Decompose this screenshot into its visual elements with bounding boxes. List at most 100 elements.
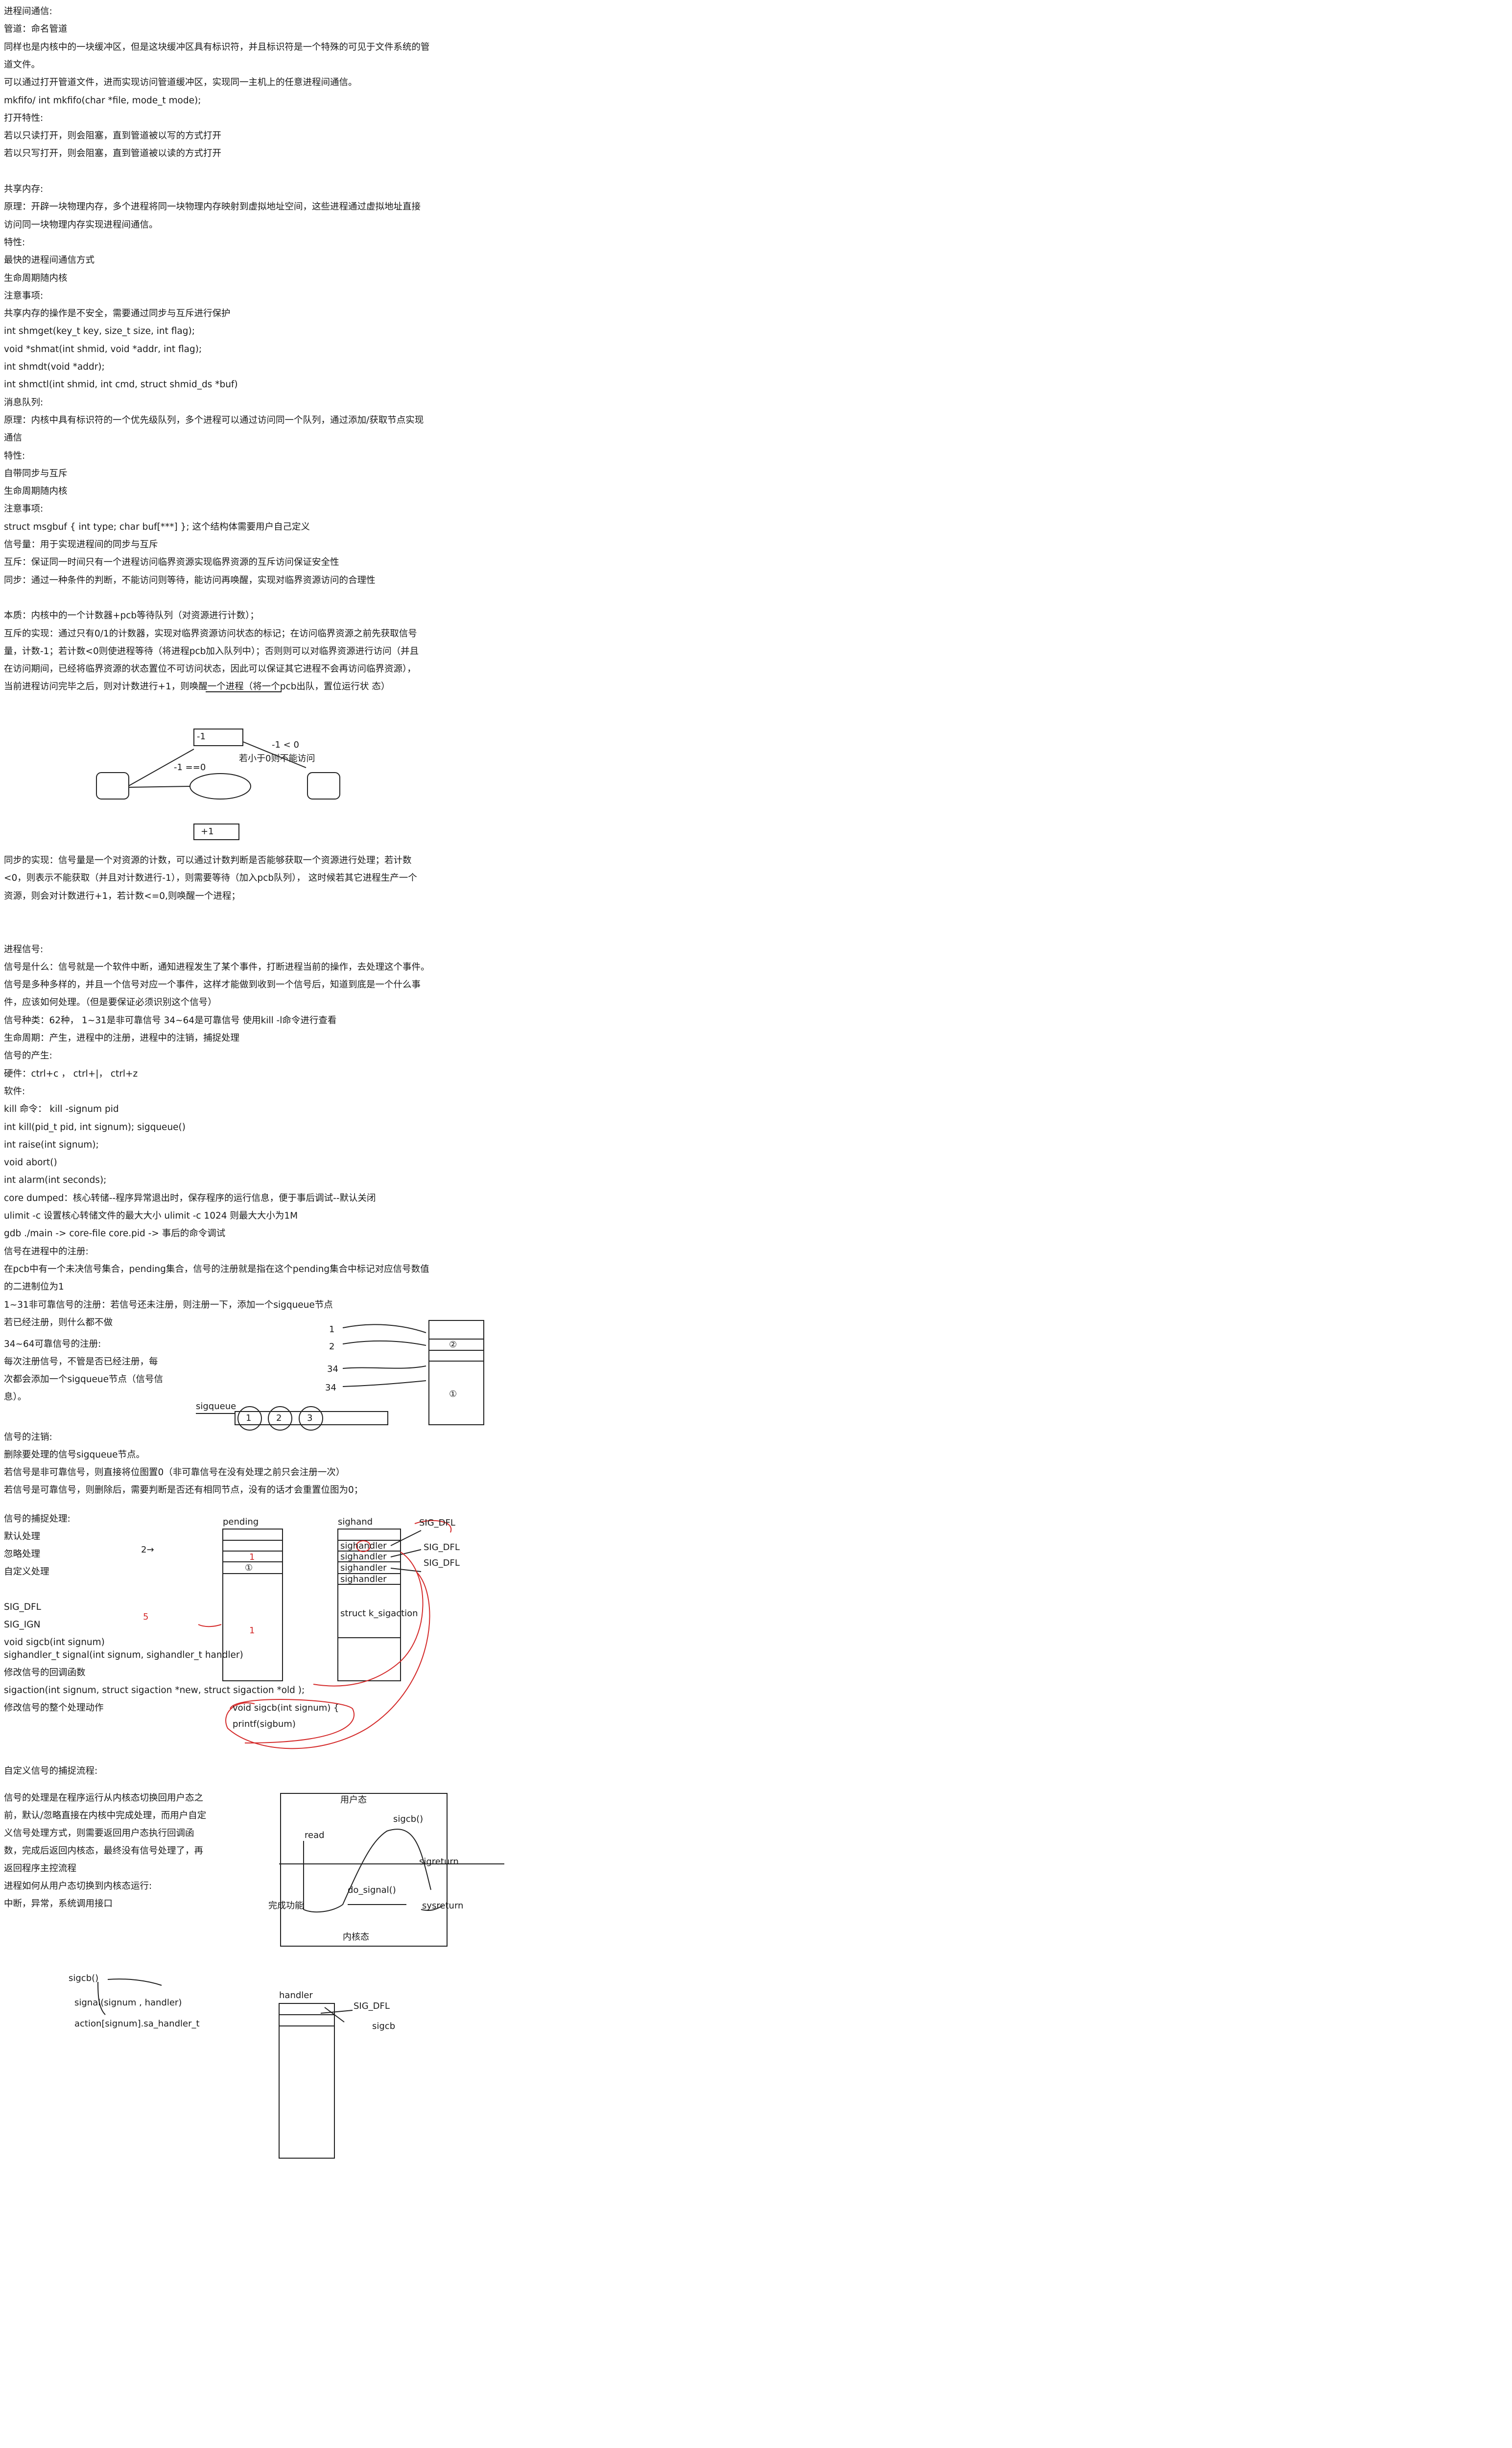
text-line: mkfifo/ int mkfifo(char *file, mode_t mo… — [4, 95, 201, 106]
reg-n1: 1 — [329, 1324, 335, 1335]
bitmap-mark-2: ② — [449, 1340, 457, 1350]
text-line: 义信号处理方式，则需要返回用户态执行回调函 — [4, 1828, 194, 1838]
text-line: 互斥的实现：通过只有0/1的计数器，实现对临界资源访问状态的标记；在访问临界资源… — [4, 628, 417, 639]
sig-dfl-2: SIG_DFL — [424, 1542, 460, 1553]
flow-sigcb-label: sigcb() — [393, 1814, 424, 1824]
sighandler-row-1: sighandler — [340, 1541, 387, 1551]
text-line: 进程如何从用户态切换到内核态运行: — [4, 1881, 152, 1891]
text-line: 信号种类：62种， 1~31是非可靠信号 34~64是可靠信号 使用kill -… — [4, 1015, 337, 1026]
text-line: 件，应该如何处理。（但是要保证必须识别这个信号） — [4, 997, 217, 1008]
text-line: struct msgbuf { int type; char buf[***] … — [4, 521, 310, 532]
text-line: int shmctl(int shmid, int cmd, struct sh… — [4, 379, 238, 390]
pending-label: pending — [223, 1517, 259, 1527]
text-line: 共享内存: — [4, 184, 44, 194]
text-line: int shmget(key_t key, size_t size, int f… — [4, 326, 195, 337]
bitmap-mark-1: ① — [449, 1389, 457, 1399]
text-line: 当前进程访问完毕之后，则对计数进行+1，则唤醒一个进程（将一个pcb出队，置位运… — [4, 682, 390, 692]
text-line: 量，计数-1；若计数<0则使进程等待（将进程pcb加入队列中）；否则则可以对临界… — [4, 646, 419, 657]
text-line: 若信号是非可靠信号，则直接将位图置0（非可靠信号在没有处理之前只会注册一次） — [4, 1467, 345, 1478]
text-line: 前，默认/忽略直接在内核中完成处理，而用户自定 — [4, 1811, 207, 1821]
sem-note-label: 若小于0则不能访问 — [239, 753, 315, 764]
sem-zero-label: -1 ==0 — [174, 762, 206, 773]
text-line: <0，则表示不能获取（并且对计数进行-1），则需要等待（加入pcb队列）， 这时… — [4, 873, 417, 884]
text-line: gdb ./main -> core-file core.pid -> 事后的命… — [4, 1228, 226, 1239]
text-line: 信号的产生: — [4, 1051, 52, 1061]
handler-label: handler — [279, 1990, 313, 2001]
text-line: 信号的处理是在程序运行从内核态切换回用户态之 — [4, 1793, 204, 1803]
text-line: 信号量：用于实现进程间的同步与互斥 — [4, 540, 158, 550]
text-line: ulimit -c 设置核心转储文件的最大大小 ulimit -c 1024 则… — [4, 1211, 298, 1221]
pending-bit-2: 1 — [249, 1625, 255, 1636]
text-line: SIG_IGN — [4, 1620, 41, 1630]
text-line: 生命周期：产生，进程中的注册，进程中的注销，捕捉处理 — [4, 1033, 240, 1043]
text-line: 修改信号的回调函数 — [4, 1668, 86, 1678]
sigqueue-node-3: 3 — [307, 1413, 313, 1423]
text-line: 进程信号: — [4, 944, 44, 955]
text-line: 消息队列: — [4, 397, 44, 408]
text-line: 的二进制位为1 — [4, 1282, 64, 1293]
text-line: 注意事项: — [4, 504, 44, 515]
text-line: 硬件：ctrl+c ， ctrl+|， ctrl+z — [4, 1068, 138, 1079]
text-line: 同步的实现：信号量是一个对资源的计数，可以通过计数判断是否能够获取一个资源进行处… — [4, 855, 412, 866]
text-line: 原理：内核中具有标识符的一个优先级队列，多个进程可以通过访问同一个队列，通过添加… — [4, 415, 424, 425]
text-line: 进程间通信: — [4, 6, 52, 17]
text-line: core dumped：核心转储--程序异常退出时，保存程序的运行信息，便于事后… — [4, 1193, 376, 1203]
text-line: void sigcb(int signum) — [4, 1637, 105, 1648]
text-line: 自定义处理 — [4, 1567, 49, 1577]
read-label: read — [305, 1830, 325, 1840]
text-line: int kill(pid_t pid, int signum); sigqueu… — [4, 1122, 186, 1132]
sem-neg-label: -1 < 0 — [272, 740, 299, 750]
text-line: 最快的进程间通信方式 — [4, 255, 95, 266]
text-line: 删除要处理的信号sigqueue节点。 — [4, 1450, 145, 1460]
text-line: 若以只写打开，则会阻塞，直到管道被以读的方式打开 — [4, 148, 222, 159]
text-line: 默认处理 — [4, 1531, 41, 1542]
text-line: 34~64可靠信号的注册: — [4, 1339, 101, 1349]
text-line: 原理：开辟一块物理内存，多个进程将同一块物理内存映射到虚拟地址空间，这些进程通过… — [4, 202, 421, 212]
sig-dfl-3: SIG_DFL — [424, 1558, 460, 1568]
do-signal-label: do_signal() — [348, 1885, 396, 1895]
text-line: 生命周期随内核 — [4, 486, 68, 497]
action-label: action[signum].sa_handler_t — [74, 2019, 200, 2029]
two-arrow-label: 2→ — [141, 1545, 154, 1555]
done-label: 完成功能 — [268, 1901, 304, 1911]
bottom-sig-dfl-label: SIG_DFL — [354, 2001, 390, 2011]
signal-call-label: signal(signum , handler) — [74, 1998, 182, 2008]
sighandler-row-2: sighandler — [340, 1552, 387, 1562]
text-line: 通信 — [4, 433, 23, 444]
user-mode-label: 用户态 — [340, 1795, 367, 1805]
k-sigaction-label: struct k_sigaction — [340, 1608, 418, 1619]
text-line: 打开特性: — [4, 113, 44, 123]
text-line: 次都会添加一个sigqueue节点（信号信 — [4, 1374, 163, 1385]
text-line: 可以通过打开管道文件，进而实现访问管道缓冲区，实现同一主机上的任意进程间通信。 — [4, 77, 357, 88]
text-line: 同样也是内核中的一块缓冲区，但是这块缓冲区具有标识符，并且标识符是一个特殊的可见… — [4, 42, 430, 52]
reg-n34: 34 — [327, 1364, 338, 1374]
text-line: 若已经注册，则什么都不做 — [4, 1317, 113, 1328]
text-line: 资源，则会对计数进行+1，若计数<=0,则唤醒一个进程； — [4, 891, 240, 901]
text-line: int raise(int signum); — [4, 1139, 99, 1150]
reg-n34b: 34 — [325, 1383, 336, 1393]
text-line: sigaction(int signum, struct sigaction *… — [4, 1685, 305, 1695]
text-line: 1~31非可靠信号的注册：若信号还未注册，则注册一下，添加一个sigqueue节… — [4, 1299, 333, 1310]
text-line: int shmdt(void *addr); — [4, 362, 105, 372]
printf-line: printf(sigbum) — [233, 1719, 296, 1729]
sig-dfl-1: SIG_DFL — [419, 1518, 455, 1528]
text-line: 访问同一块物理内存实现进程间通信。 — [4, 219, 158, 230]
text-line: 软件: — [4, 1086, 25, 1097]
text-line: 生命周期随内核 — [4, 273, 68, 283]
bottom-sigcb2-label: sigcb — [372, 2021, 396, 2031]
text-line: 中断，异常，系统调用接口 — [4, 1899, 113, 1909]
text-line: 若信号是可靠信号，则删除后，需要判断是否还有相同节点，没有的话才会重置位图为0； — [4, 1485, 363, 1495]
text-line: 息）。 — [4, 1392, 27, 1402]
text-line: 互斥：保证同一时间只有一个进程访问临界资源实现临界资源的互斥访问保证安全性 — [4, 557, 339, 568]
sem-dec-label: -1 — [197, 731, 206, 742]
text-line: 道文件。 — [4, 59, 41, 70]
text-line: void *shmat(int shmid, void *addr, int f… — [4, 344, 202, 354]
pending-mark: ① — [245, 1563, 253, 1573]
text-line: sighandler_t signal(int signum, sighandl… — [4, 1650, 243, 1660]
pending-bit-1: 1 — [249, 1552, 255, 1562]
text-line: 共享内存的操作是不安全，需要通过同步与互斥进行保护 — [4, 308, 231, 319]
sem-inc-label: +1 — [201, 826, 214, 837]
sighandler-row-3: sighandler — [340, 1563, 387, 1573]
sigreturn-label: sigreturn — [419, 1857, 459, 1867]
